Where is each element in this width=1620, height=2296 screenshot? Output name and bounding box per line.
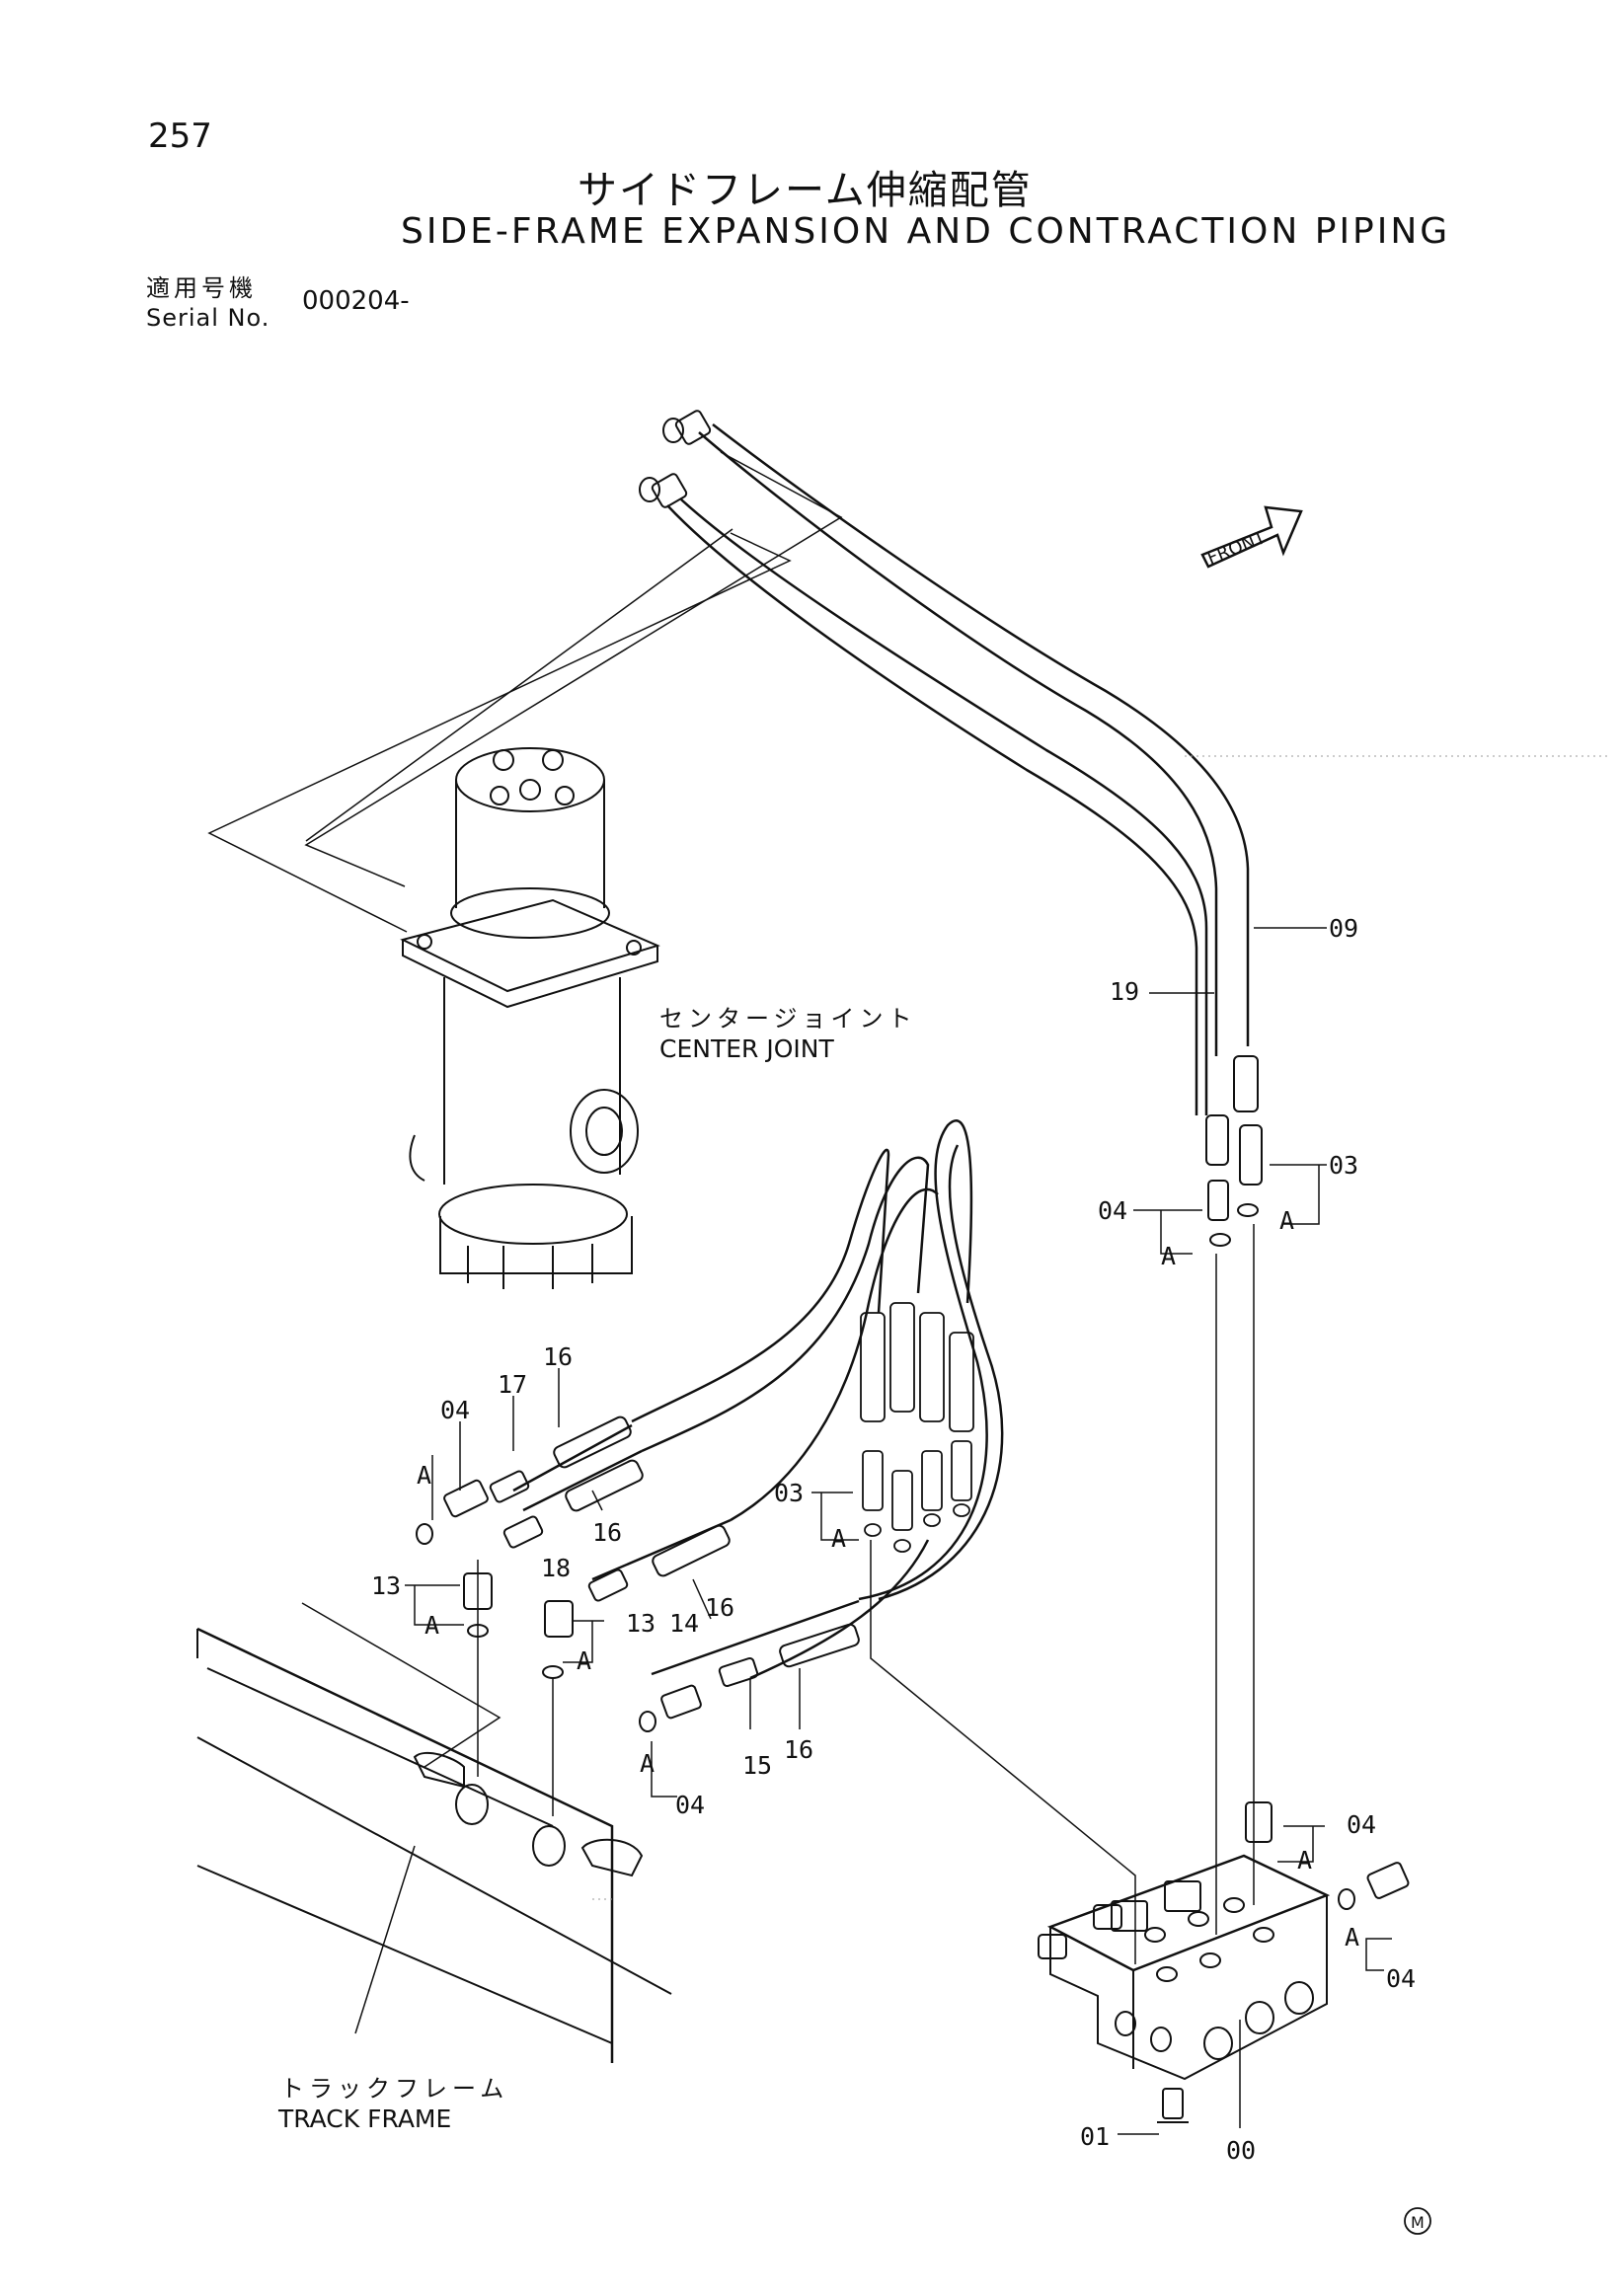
callout-16-a: 16 <box>543 1342 574 1371</box>
middle-fitting-stack <box>860 1302 974 1553</box>
upper-hoses <box>639 410 1250 1115</box>
callout-04-block-right: 04 <box>1386 1964 1417 1993</box>
detail-mark-a-4: A <box>831 1524 847 1553</box>
callout-03-right: 03 <box>1329 1151 1359 1180</box>
right-vertical-pipes <box>870 1055 1263 1964</box>
callout-16-d: 16 <box>784 1735 814 1764</box>
center-joint-label-english: CENTER JOINT <box>659 1034 834 1063</box>
track-frame <box>196 1560 672 2063</box>
track-frame-label-english: TRACK FRAME <box>278 2105 452 2133</box>
callout-09: 09 <box>1329 914 1359 943</box>
callout-13-left: 13 <box>371 1571 402 1600</box>
mark-m-letter: M <box>1411 2213 1425 2232</box>
valve-block <box>1038 1801 1410 2123</box>
serial-label-japanese: 適用号機 <box>146 274 257 302</box>
callout-17: 17 <box>498 1370 528 1399</box>
front-arrow-icon: FRONT <box>1200 505 1303 570</box>
page-number: 257 <box>148 116 212 156</box>
serial-label-english: Serial No. <box>146 304 270 332</box>
callout-18: 18 <box>541 1554 572 1582</box>
callout-19: 19 <box>1110 977 1140 1006</box>
callout-leaders <box>405 927 1392 2135</box>
leader-lines-top <box>207 451 843 933</box>
detail-mark-a-9: A <box>1345 1923 1360 1952</box>
page-title-english: SIDE-FRAME EXPANSION AND CONTRACTION PIP… <box>401 211 1451 252</box>
callout-00: 00 <box>1226 2136 1257 2165</box>
detail-mark-a-1: A <box>417 1461 432 1490</box>
callout-01: 01 <box>1080 2122 1111 2151</box>
callout-16-b: 16 <box>592 1518 623 1547</box>
callout-15: 15 <box>742 1751 773 1780</box>
center-joint-label-japanese: センタージョイント <box>659 1005 917 1033</box>
track-frame-label-japanese: トラックフレーム <box>280 2075 509 2103</box>
callout-14: 14 <box>669 1609 700 1638</box>
front-arrow-label: FRONT <box>1204 527 1270 570</box>
callout-04-bottom: 04 <box>675 1791 706 1819</box>
detail-mark-a-8: A <box>1297 1846 1313 1875</box>
page-title-japanese: サイドフレーム伸縮配管 <box>578 168 1033 213</box>
detail-mark-a-2: A <box>1161 1242 1177 1270</box>
callout-13-mid: 13 <box>626 1609 656 1638</box>
page-boundary-lines <box>592 755 1609 1900</box>
callout-04-left: 04 <box>440 1396 471 1424</box>
serial-number-value: 000204- <box>302 286 410 316</box>
callout-04-block-top: 04 <box>1347 1810 1377 1839</box>
hose-sleeves <box>489 1416 860 1688</box>
middle-hose-bundle <box>512 1119 1004 1680</box>
callout-04-right: 04 <box>1098 1196 1128 1225</box>
detail-mark-a-6: A <box>577 1646 592 1675</box>
center-joint <box>400 747 660 1289</box>
circled-m-mark: M <box>1404 2207 1431 2235</box>
detail-mark-a-3: A <box>1279 1206 1295 1235</box>
